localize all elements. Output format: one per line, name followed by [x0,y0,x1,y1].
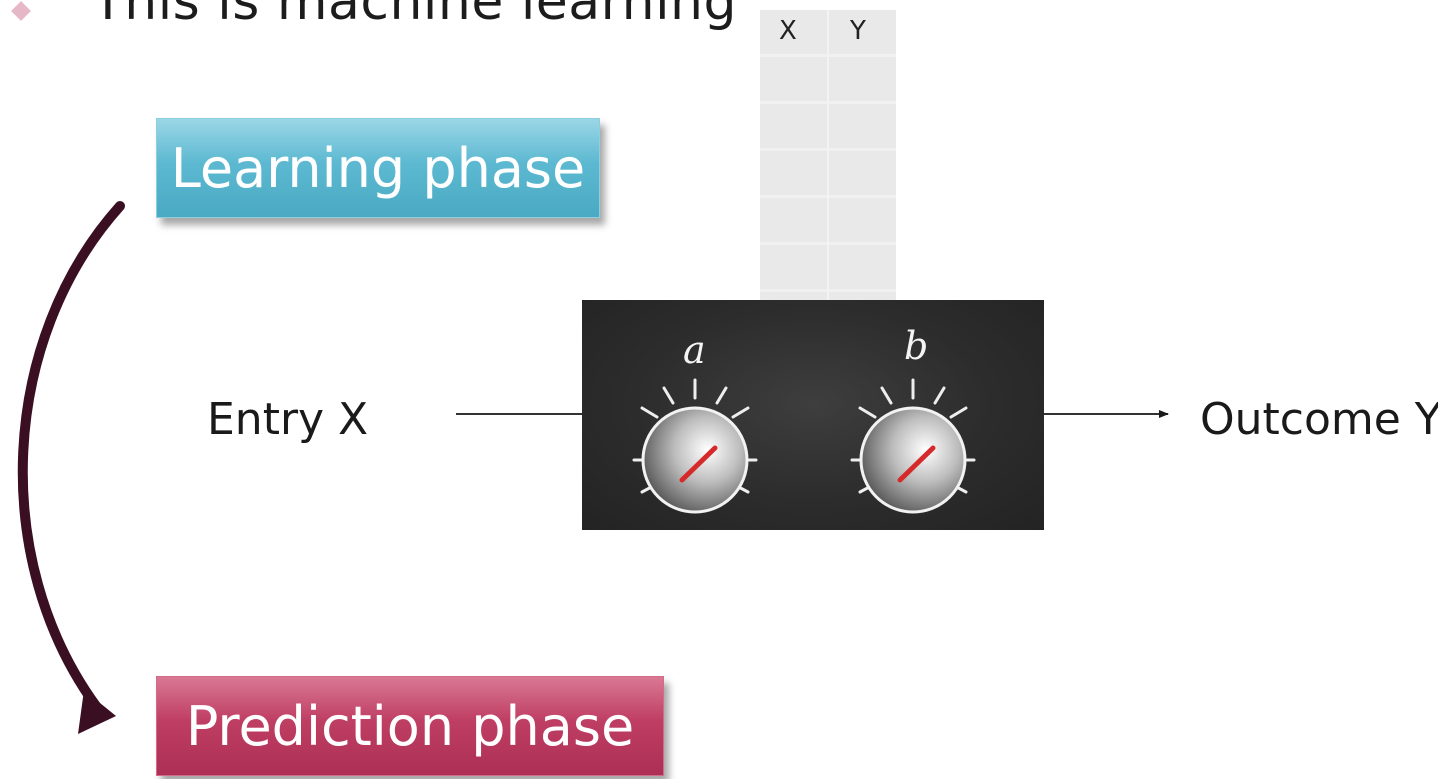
table-column-x: X [779,16,797,46]
prediction-phase-box: Prediction phase [156,676,664,776]
knob-b-label: b [904,324,929,368]
model-machine: a b [582,300,1044,530]
training-data-table: X Y [760,10,896,302]
table-column-y: Y [850,16,866,46]
bullet-marker-icon [11,1,31,21]
knob-a-label: a [683,328,706,372]
prediction-phase-label: Prediction phase [185,694,635,758]
bullet-text: This is machine learning [92,0,737,32]
learning-phase-label: Learning phase [170,136,586,200]
dial-knob-icon [632,378,758,514]
dial-knob-icon [850,378,976,514]
learning-to-prediction-curved-arrow [17,201,125,711]
output-label: Outcome Y [1200,394,1438,445]
bullet-line: This is machine learning [0,0,737,32]
curved-arrow-head-icon [78,690,116,734]
learning-phase-box: Learning phase [156,118,600,218]
input-label: Entry X [207,394,369,445]
